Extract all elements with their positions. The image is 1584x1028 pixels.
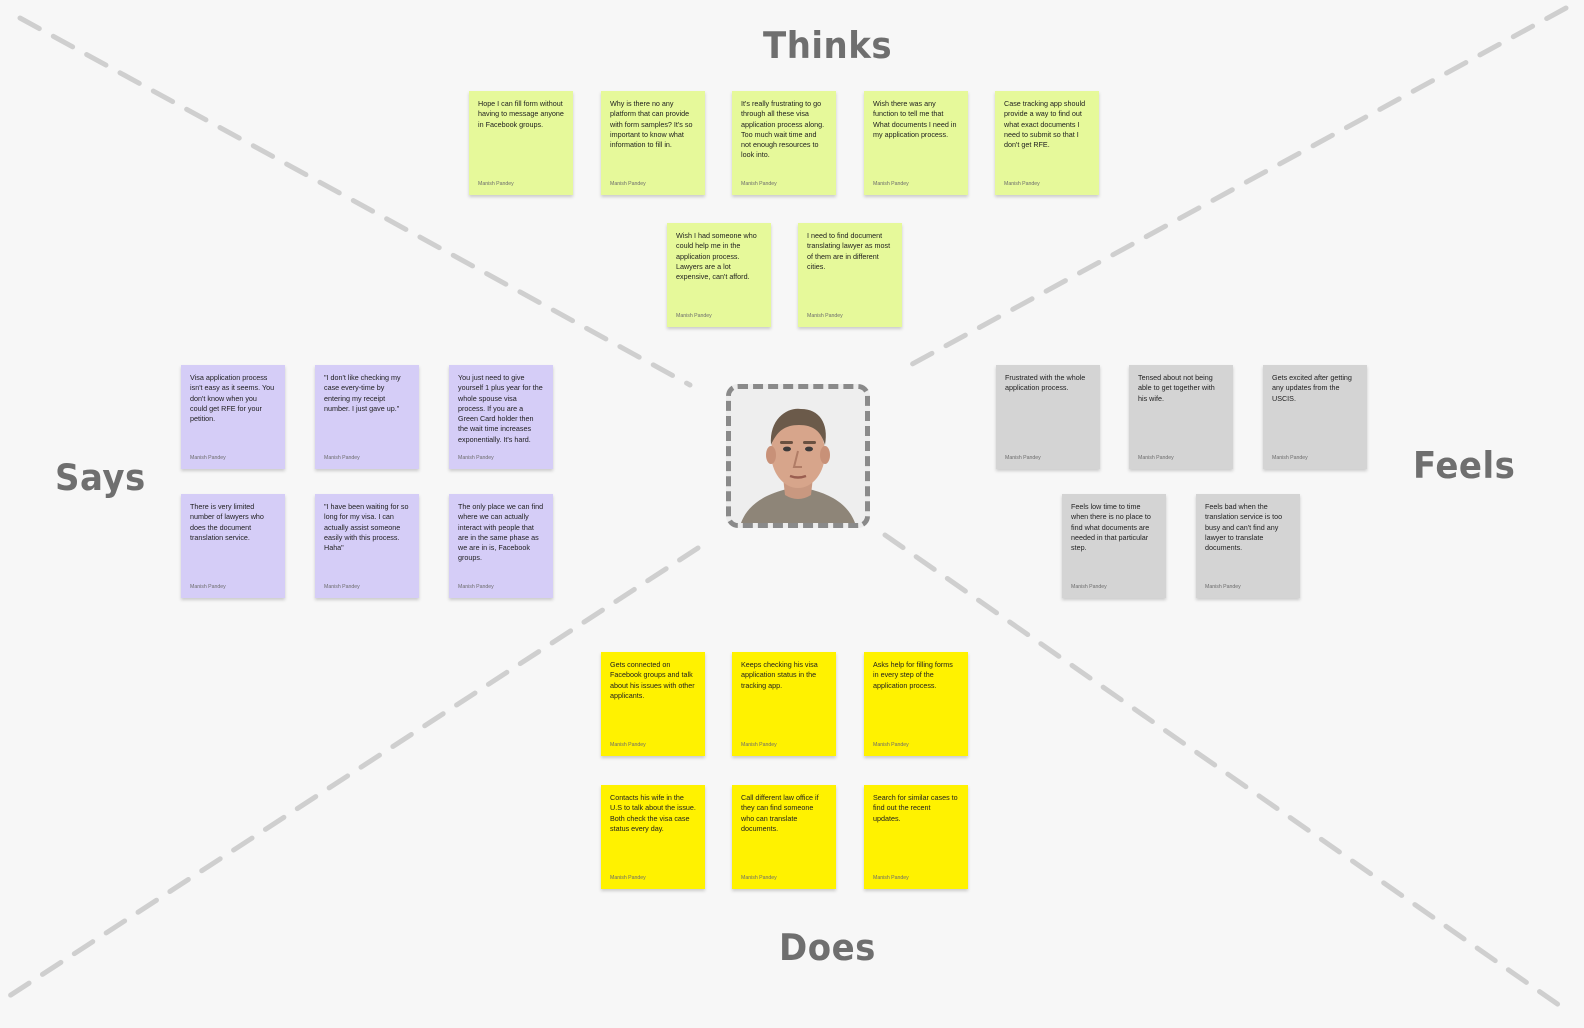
divider-line-top-left — [17, 15, 693, 388]
does-note[interactable]: Search for similar cases to find out the… — [864, 785, 968, 889]
thinks-note[interactable]: It's really frustrating to go through al… — [732, 91, 836, 195]
note-author: Manish Pandey — [741, 742, 777, 748]
says-title: Says — [55, 456, 146, 500]
note-text: Hope I can fill form without having to m… — [478, 99, 564, 129]
note-author: Manish Pandey — [676, 313, 712, 319]
thinks-note[interactable]: Wish I had someone who could help me in … — [667, 223, 771, 327]
note-author: Manish Pandey — [1004, 181, 1040, 187]
does-note[interactable]: Contacts his wife in the U.S to talk abo… — [601, 785, 705, 889]
note-text: There is very limited number of lawyers … — [190, 502, 264, 542]
note-author: Manish Pandey — [324, 584, 360, 590]
note-author: Manish Pandey — [741, 875, 777, 881]
says-note[interactable]: The only place we can find where we can … — [449, 494, 553, 598]
note-author: Manish Pandey — [1205, 584, 1241, 590]
note-author: Manish Pandey — [478, 181, 514, 187]
says-note[interactable]: Visa application process isn't easy as i… — [181, 365, 285, 469]
feels-note[interactable]: Gets excited after getting any updates f… — [1263, 365, 1367, 469]
note-author: Manish Pandey — [873, 181, 909, 187]
note-text: I need to find document translating lawy… — [807, 231, 891, 271]
note-author: Manish Pandey — [610, 181, 646, 187]
feels-note[interactable]: Tensed about not being able to get toget… — [1129, 365, 1233, 469]
thinks-note[interactable]: Wish there was any function to tell me t… — [864, 91, 968, 195]
note-text: Visa application process isn't easy as i… — [190, 373, 275, 424]
note-text: The only place we can find where we can … — [458, 502, 544, 563]
note-author: Manish Pandey — [741, 181, 777, 187]
note-text: Wish I had someone who could help me in … — [676, 231, 757, 282]
note-author: Manish Pandey — [458, 455, 494, 461]
feels-note[interactable]: Frustrated with the whole application pr… — [996, 365, 1100, 469]
note-author: Manish Pandey — [1272, 455, 1308, 461]
note-text: Frustrated with the whole application pr… — [1005, 373, 1086, 393]
note-text: Feels bad when the translation service i… — [1205, 502, 1283, 553]
note-text: "I have been waiting for so long for my … — [324, 502, 409, 553]
note-author: Manish Pandey — [873, 875, 909, 881]
does-note[interactable]: Asks help for filling forms in every ste… — [864, 652, 968, 756]
note-author: Manish Pandey — [807, 313, 843, 319]
note-text: You just need to give yourself 1 plus ye… — [458, 373, 543, 444]
says-note[interactable]: There is very limited number of lawyers … — [181, 494, 285, 598]
note-text: Feels low time to time when there is no … — [1071, 502, 1151, 553]
note-text: It's really frustrating to go through al… — [741, 99, 825, 160]
note-author: Manish Pandey — [1005, 455, 1041, 461]
note-author: Manish Pandey — [1071, 584, 1107, 590]
note-text: Wish there was any function to tell me t… — [873, 99, 957, 139]
feels-note[interactable]: Feels bad when the translation service i… — [1196, 494, 1300, 598]
note-author: Manish Pandey — [1138, 455, 1174, 461]
note-text: Gets excited after getting any updates f… — [1272, 373, 1352, 403]
thinks-note[interactable]: I need to find document translating lawy… — [798, 223, 902, 327]
does-title: Does — [779, 926, 876, 970]
note-text: Keeps checking his visa application stat… — [741, 660, 818, 690]
does-note[interactable]: Keeps checking his visa application stat… — [732, 652, 836, 756]
does-note[interactable]: Gets connected on Facebook groups and ta… — [601, 652, 705, 756]
feels-note[interactable]: Feels low time to time when there is no … — [1062, 494, 1166, 598]
note-author: Manish Pandey — [610, 875, 646, 881]
thinks-note[interactable]: Hope I can fill form without having to m… — [469, 91, 573, 195]
feels-title: Feels — [1413, 444, 1516, 488]
note-author: Manish Pandey — [458, 584, 494, 590]
thinks-note[interactable]: Why is there no any platform that can pr… — [601, 91, 705, 195]
says-note[interactable]: "I have been waiting for so long for my … — [315, 494, 419, 598]
note-author: Manish Pandey — [190, 584, 226, 590]
does-note[interactable]: Call different law office if they can fi… — [732, 785, 836, 889]
thinks-note[interactable]: Case tracking app should provide a way t… — [995, 91, 1099, 195]
note-author: Manish Pandey — [610, 742, 646, 748]
divider-line-top-right — [902, 5, 1569, 371]
persona-photo[interactable] — [726, 384, 870, 528]
note-author: Manish Pandey — [190, 455, 226, 461]
note-author: Manish Pandey — [873, 742, 909, 748]
note-text: "I don't like checking my case every-tim… — [324, 373, 401, 413]
thinks-title: Thinks — [763, 24, 893, 68]
note-text: Asks help for filling forms in every ste… — [873, 660, 953, 690]
divider-line-bottom-left — [0, 545, 701, 1005]
note-text: Case tracking app should provide a way t… — [1004, 99, 1086, 150]
says-note[interactable]: "I don't like checking my case every-tim… — [315, 365, 419, 469]
note-text: Call different law office if they can fi… — [741, 793, 819, 833]
divider-line-bottom-right — [882, 532, 1569, 1013]
note-author: Manish Pandey — [324, 455, 360, 461]
note-text: Gets connected on Facebook groups and ta… — [610, 660, 695, 700]
note-text: Why is there no any platform that can pr… — [610, 99, 693, 150]
note-text: Tensed about not being able to get toget… — [1138, 373, 1215, 403]
note-text: Contacts his wife in the U.S to talk abo… — [610, 793, 696, 833]
note-text: Search for similar cases to find out the… — [873, 793, 958, 823]
says-note[interactable]: You just need to give yourself 1 plus ye… — [449, 365, 553, 469]
user-avatar-photo-icon — [731, 389, 865, 523]
